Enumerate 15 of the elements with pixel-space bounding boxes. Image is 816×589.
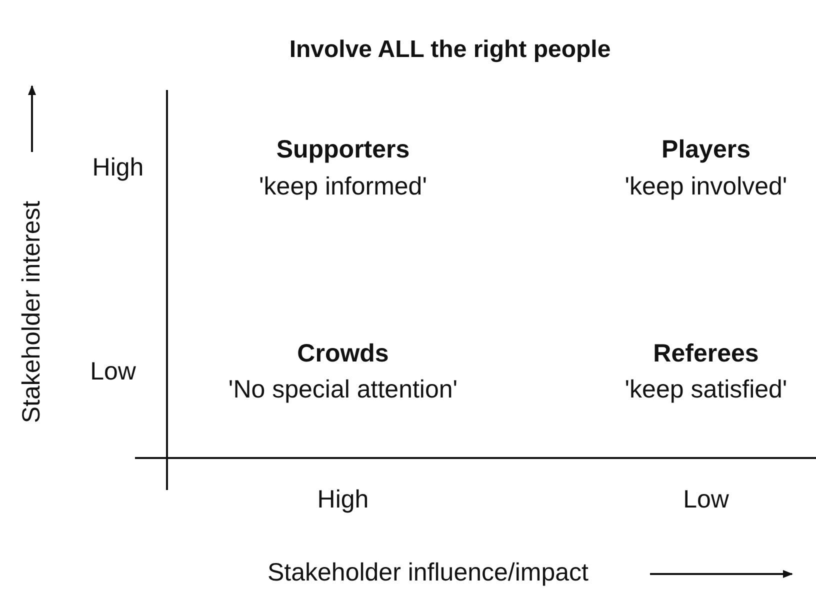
quadrant-heading: Players <box>662 136 750 164</box>
row-label: Low <box>90 358 136 386</box>
column-label: High <box>317 486 369 514</box>
quadrant-heading: Supporters <box>276 136 410 164</box>
axis-title: Stakeholder influence/impact <box>267 559 589 587</box>
quadrant-heading: Crowds <box>297 340 389 368</box>
quadrant-note: 'keep involved' <box>624 173 788 201</box>
quadrant-note: 'No special attention' <box>228 376 458 404</box>
quadrant-heading: Referees <box>653 340 759 368</box>
quadrant-note: 'keep satisfied' <box>624 376 788 404</box>
row-label: High <box>92 154 144 182</box>
quadrant-note: 'keep informed' <box>259 173 427 201</box>
axis-title: Stakeholder interest <box>18 200 46 424</box>
column-label: Low <box>683 486 729 514</box>
title: Involve ALL the right people <box>289 36 611 64</box>
